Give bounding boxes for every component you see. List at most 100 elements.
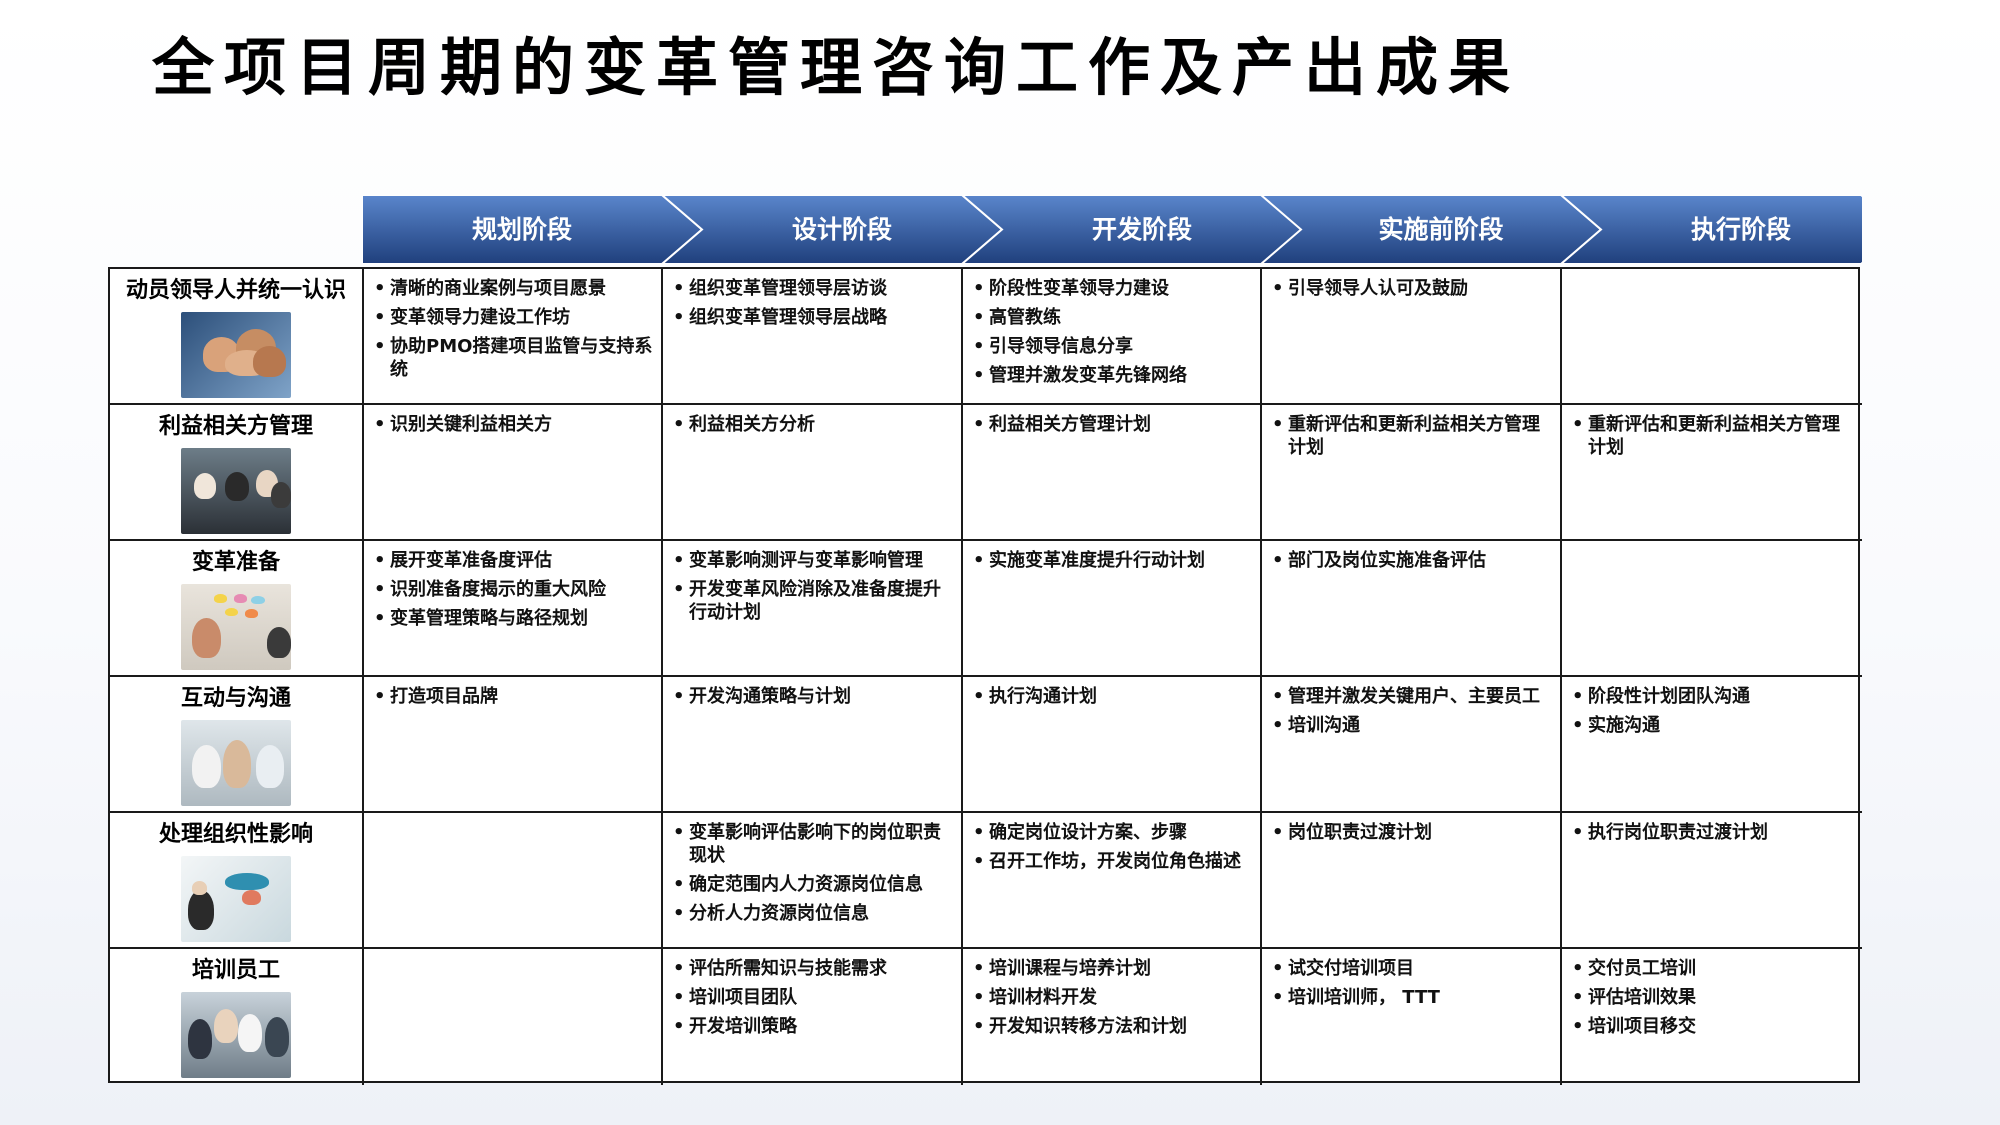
list-item: 引导领导信息分享 — [973, 335, 1252, 358]
deliverable-list: 管理并激发关键用户、主要员工培训沟通 — [1272, 685, 1552, 737]
row-title: 互动与沟通 — [180, 686, 291, 711]
list-item: 实施变革准度提升行动计划 — [973, 549, 1252, 572]
training-group-photo — [181, 991, 291, 1078]
team-discussion-photo — [181, 719, 291, 806]
photo-figure — [233, 593, 247, 603]
list-item: 实施沟通 — [1572, 714, 1854, 737]
table-cell: 打造项目品牌 — [364, 677, 663, 813]
list-item: 高管教练 — [973, 306, 1252, 329]
deliverable-list: 利益相关方分析 — [673, 413, 953, 436]
deliverable-list: 变革影响测评与变革影响管理开发变革风险消除及准备度提升行动计划 — [673, 549, 953, 624]
stage-label-2: 设计阶段 — [791, 215, 892, 244]
row-title: 处理组织性影响 — [158, 822, 313, 847]
list-item: 培训项目团队 — [673, 986, 953, 1009]
row-header: 利益相关方管理 — [110, 405, 364, 541]
list-item: 管理并激发关键用户、主要员工 — [1272, 685, 1552, 708]
table-cell: 变革影响测评与变革影响管理开发变革风险消除及准备度提升行动计划 — [663, 541, 963, 677]
deliverable-list: 执行沟通计划 — [973, 685, 1252, 708]
list-item: 培训材料开发 — [973, 986, 1252, 1009]
table-cell: 识别关键利益相关方 — [364, 405, 663, 541]
list-item: 召开工作坊，开发岗位角色描述 — [973, 850, 1252, 873]
list-item: 重新评估和更新利益相关方管理计划 — [1272, 413, 1552, 459]
list-item: 培训项目移交 — [1572, 1015, 1854, 1038]
change-management-table: 动员领导人并统一认识清晰的商业案例与项目愿景变革领导力建设工作坊协助PMO搭建项… — [108, 267, 1862, 1085]
photo-figure — [225, 607, 239, 617]
table-cell: 清晰的商业案例与项目愿景变革领导力建设工作坊协助PMO搭建项目监管与支持系统 — [364, 269, 663, 405]
list-item: 确定范围内人力资源岗位信息 — [673, 873, 953, 896]
photo-figure — [244, 609, 258, 618]
photo-figure — [187, 889, 214, 930]
row-header: 变革准备 — [110, 541, 364, 677]
table-cell: 开发沟通策略与计划 — [663, 677, 963, 813]
stage-chevron-4 — [1259, 195, 1603, 264]
row-header: 互动与沟通 — [110, 677, 364, 813]
list-item: 开发知识转移方法和计划 — [973, 1015, 1252, 1038]
table-cell: 展开变革准备度评估识别准备度揭示的重大风险变革管理策略与路径规划 — [364, 541, 663, 677]
table-cell: 岗位职责过渡计划 — [1262, 813, 1562, 949]
table-cell: 组织变革管理领导层访谈组织变革管理领导层战略 — [663, 269, 963, 405]
list-item: 展开变革准备度评估 — [374, 549, 653, 572]
list-item: 识别关键利益相关方 — [374, 413, 653, 436]
photo-figure — [214, 1008, 239, 1044]
table-cell — [364, 949, 663, 1085]
deliverable-list: 实施变革准度提升行动计划 — [973, 549, 1252, 572]
row-title: 利益相关方管理 — [158, 414, 313, 439]
list-item: 变革管理策略与路径规划 — [374, 607, 653, 630]
deliverable-list: 引导领导人认可及鼓励 — [1272, 277, 1552, 300]
row-header: 处理组织性影响 — [110, 813, 364, 949]
list-item: 培训沟通 — [1272, 714, 1552, 737]
deliverable-list: 组织变革管理领导层访谈组织变革管理领导层战略 — [673, 277, 953, 329]
table-cell — [1562, 269, 1862, 405]
deliverable-list: 试交付培训项目培训培训师， TTT — [1272, 957, 1552, 1009]
table-cell: 阶段性计划团队沟通实施沟通 — [1562, 677, 1862, 813]
deliverable-list: 打造项目品牌 — [374, 685, 653, 708]
list-item: 交付员工培训 — [1572, 957, 1854, 980]
list-item: 部门及岗位实施准备评估 — [1272, 549, 1552, 572]
deliverable-list: 培训课程与培养计划培训材料开发开发知识转移方法和计划 — [973, 957, 1252, 1038]
photo-figure — [266, 626, 291, 658]
photo-figure — [251, 595, 265, 605]
list-item: 引导领导人认可及鼓励 — [1272, 277, 1552, 300]
table-cell: 利益相关方管理计划 — [963, 405, 1262, 541]
deliverable-list: 重新评估和更新利益相关方管理计划 — [1272, 413, 1552, 459]
table-cell: 部门及岗位实施准备评估 — [1262, 541, 1562, 677]
deliverable-list: 交付员工培训评估培训效果培训项目移交 — [1572, 957, 1854, 1038]
list-item: 阶段性计划团队沟通 — [1572, 685, 1854, 708]
photo-figure — [214, 593, 228, 603]
deliverable-list: 岗位职责过渡计划 — [1272, 821, 1552, 844]
list-item: 变革影响测评与变革影响管理 — [673, 549, 953, 572]
list-item: 识别准备度揭示的重大风险 — [374, 578, 653, 601]
list-item: 培训课程与培养计划 — [973, 957, 1252, 980]
photo-figure — [271, 481, 291, 508]
photo-figure — [255, 745, 285, 789]
stage-chevron-3 — [960, 195, 1304, 264]
table-cell: 重新评估和更新利益相关方管理计划 — [1562, 405, 1862, 541]
meeting-room-photo — [181, 447, 291, 534]
table-cell: 阶段性变革领导力建设高管教练引导领导信息分享管理并激发变革先锋网络 — [963, 269, 1262, 405]
stage-label-4: 实施前阶段 — [1378, 215, 1504, 244]
list-item: 开发沟通策略与计划 — [673, 685, 953, 708]
deliverable-list: 评估所需知识与技能需求培训项目团队开发培训策略 — [673, 957, 953, 1038]
photo-figure — [192, 881, 208, 896]
photo-figure — [187, 1019, 212, 1059]
deliverable-list: 利益相关方管理计划 — [973, 413, 1252, 436]
photo-figure — [241, 889, 262, 906]
deliverable-list: 变革影响评估影响下的岗位职责现状确定范围内人力资源岗位信息分析人力资源岗位信息 — [673, 821, 953, 925]
stage-chevron-bar: 规划阶段设计阶段开发阶段实施前阶段执行阶段 — [362, 195, 1862, 264]
photo-figure — [225, 872, 269, 890]
whiteboard-photo — [181, 855, 291, 942]
stage-chevron-5 — [1559, 195, 1862, 264]
hands-together-photo — [181, 311, 291, 398]
list-item: 打造项目品牌 — [374, 685, 653, 708]
deliverable-list: 确定岗位设计方案、步骤召开工作坊，开发岗位角色描述 — [973, 821, 1252, 873]
deliverable-list: 展开变革准备度评估识别准备度揭示的重大风险变革管理策略与路径规划 — [374, 549, 653, 630]
row-title: 动员领导人并统一认识 — [125, 278, 346, 303]
list-item: 试交付培训项目 — [1272, 957, 1552, 980]
table-cell: 试交付培训项目培训培训师， TTT — [1262, 949, 1562, 1085]
table-cell: 执行岗位职责过渡计划 — [1562, 813, 1862, 949]
photo-figure — [194, 473, 217, 500]
stage-chevrons-graphic — [362, 195, 1862, 264]
list-item: 培训培训师， TTT — [1272, 986, 1552, 1009]
list-item: 利益相关方分析 — [673, 413, 953, 436]
table-cell: 确定岗位设计方案、步骤召开工作坊，开发岗位角色描述 — [963, 813, 1262, 949]
